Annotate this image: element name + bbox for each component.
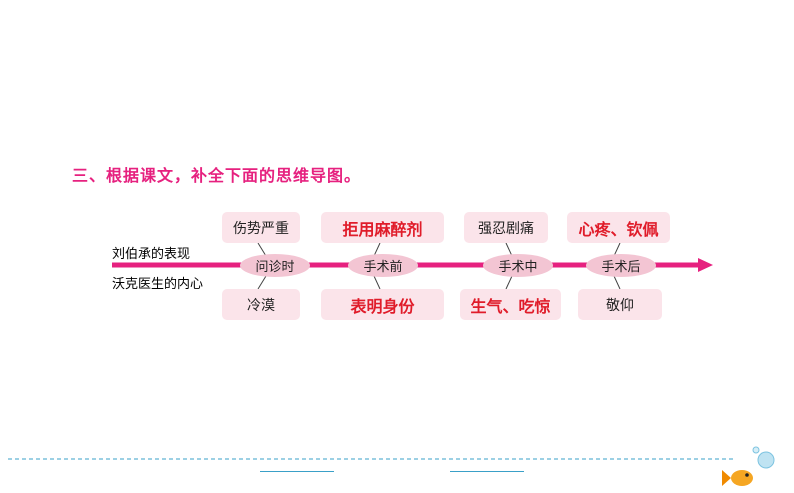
stage-4-bottom-box: 敬仰 bbox=[578, 289, 662, 320]
footer-blank-right bbox=[450, 471, 524, 472]
stage-1-top-box: 伤势严重 bbox=[222, 212, 300, 243]
connector-lines bbox=[257, 242, 621, 290]
stage-4-node: 手术后 bbox=[586, 254, 656, 277]
stage-3-node: 手术中 bbox=[483, 254, 553, 277]
stage-2-bottom-box: 表明身份 bbox=[321, 289, 444, 320]
stage-1-node: 问诊时 bbox=[240, 254, 310, 277]
row-label-top: 刘伯承的表现 bbox=[112, 247, 191, 262]
row-label-bottom: 沃克医生的内心 bbox=[112, 277, 204, 292]
stage-2-top-box: 拒用麻醉剂 bbox=[321, 212, 444, 243]
stage-1-bottom-box: 冷漠 bbox=[222, 289, 300, 320]
stage-4-top-box: 心疼、钦佩 bbox=[567, 212, 670, 243]
timeline-arrowhead bbox=[698, 258, 713, 272]
footer-blank-left bbox=[260, 471, 334, 472]
stage-3-bottom-box: 生气、吃惊 bbox=[460, 289, 561, 320]
stage-3-top-box: 强忍剧痛 bbox=[464, 212, 548, 243]
stage-2-node: 手术前 bbox=[348, 254, 418, 277]
question-title: 三、根据课文，补全下面的思维导图。 bbox=[72, 166, 362, 185]
goldfish-with-bubbles-icon bbox=[722, 446, 775, 486]
